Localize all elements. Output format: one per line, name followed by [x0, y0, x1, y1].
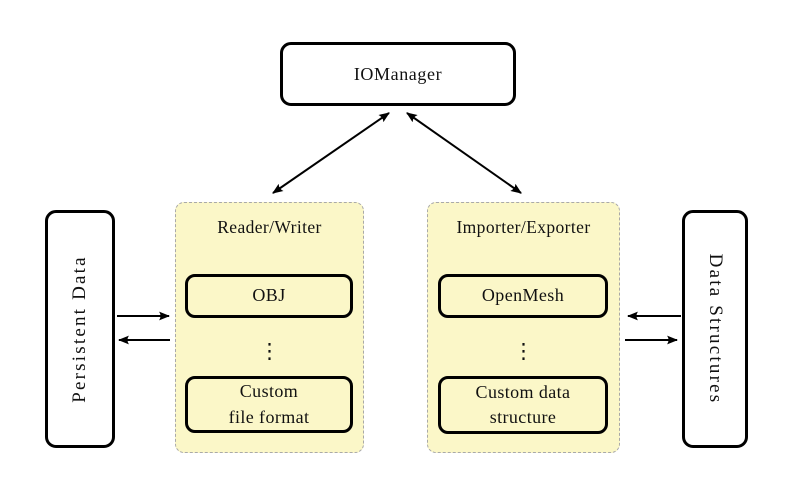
group-importer-exporter: Importer/Exporter OpenMesh ⋮ Custom data… — [427, 202, 620, 453]
group-reader-writer: Reader/Writer OBJ ⋮ Custom file format — [175, 202, 364, 453]
reader-writer-title: Reader/Writer — [217, 217, 322, 237]
node-iomanager: IOManager — [280, 42, 516, 106]
importer-exporter-title: Importer/Exporter — [456, 217, 591, 237]
vdots-importer-exporter: ⋮ — [513, 339, 534, 363]
node-custom-file-format: Custom file format — [185, 376, 353, 433]
vdots-reader-writer: ⋮ — [259, 339, 280, 363]
node-data-structures: Data Structures — [682, 210, 748, 448]
iomanager-label: IOManager — [353, 63, 443, 84]
arrow-iomanager-reader-writer — [272, 112, 390, 194]
data-structures-label: Data Structures — [705, 253, 726, 405]
node-openmesh: OpenMesh — [438, 274, 608, 318]
node-obj: OBJ — [185, 274, 353, 318]
node-persistent-data: Persistent Data — [45, 210, 115, 448]
arrow-iomanager-importer-exporter — [406, 112, 522, 194]
node-custom-data-structure: Custom data structure — [438, 376, 608, 434]
persistent-data-label: Persistent Data — [69, 255, 90, 403]
